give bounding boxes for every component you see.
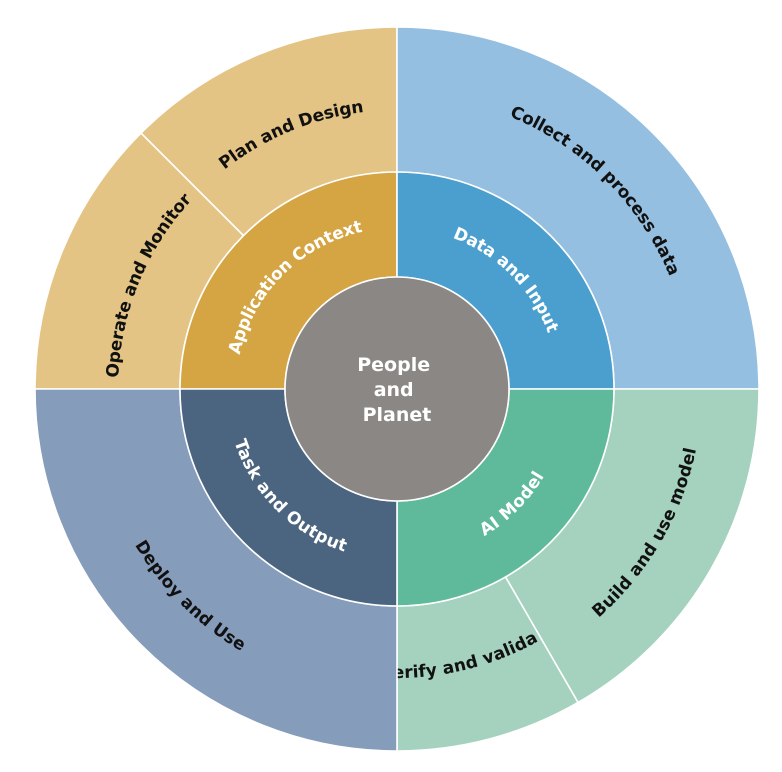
center-label: People and Planet — [357, 354, 437, 426]
center-line-2: and — [374, 379, 414, 401]
center-hub: People and Planet — [284, 276, 510, 502]
center-line-1: People — [357, 354, 430, 376]
center-line-3: Planet — [363, 404, 432, 426]
center-circle — [284, 276, 510, 502]
